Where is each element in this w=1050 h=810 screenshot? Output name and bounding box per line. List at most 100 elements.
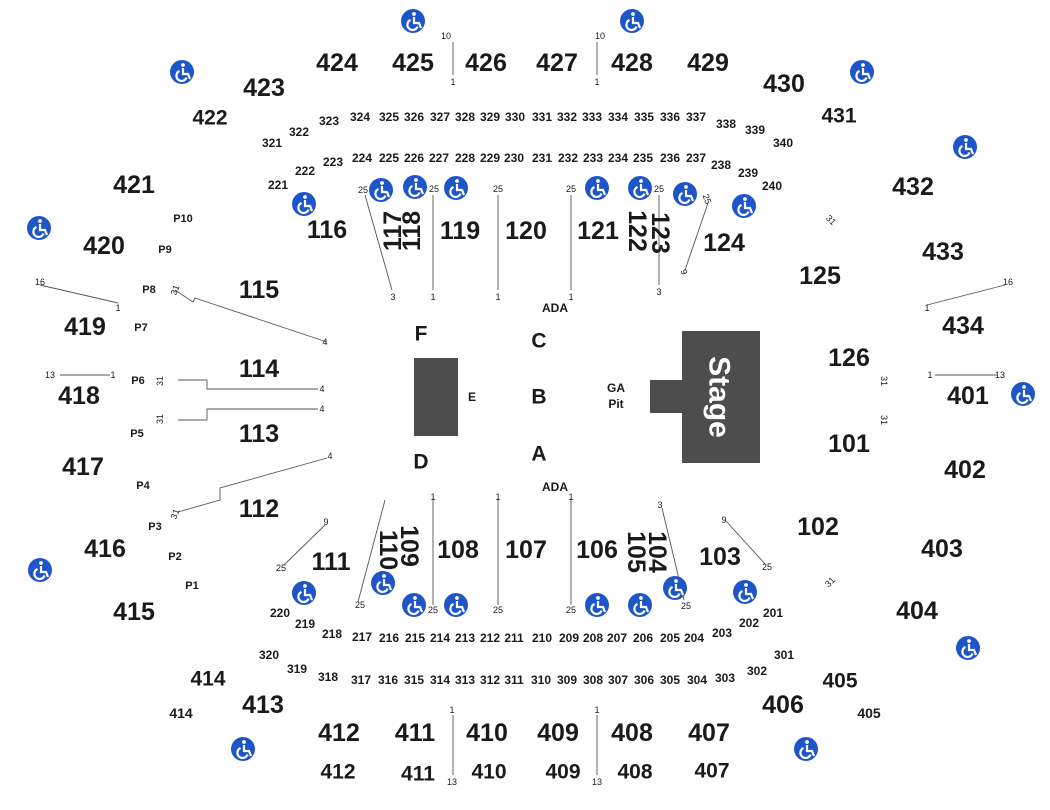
section-429[interactable]: 429 <box>687 49 729 77</box>
section-226[interactable]: 226 <box>404 151 424 165</box>
section-117[interactable]: 117 <box>379 211 407 251</box>
section-415[interactable]: 415 <box>113 598 155 626</box>
section-402[interactable]: 402 <box>944 456 986 484</box>
section-401[interactable]: 401 <box>947 382 989 410</box>
section-416[interactable]: 416 <box>84 535 126 563</box>
section-239[interactable]: 239 <box>738 166 758 180</box>
section-P1[interactable]: P1 <box>185 580 198 592</box>
section-407[interactable]: 407 <box>688 719 730 747</box>
section-325[interactable]: 325 <box>379 110 399 124</box>
ga-pit-label-pit[interactable]: Pit <box>608 397 623 411</box>
section-327[interactable]: 327 <box>430 110 450 124</box>
section-338[interactable]: 338 <box>716 117 736 131</box>
section-318[interactable]: 318 <box>318 670 338 684</box>
section-119[interactable]: 119 <box>440 217 480 245</box>
section-225[interactable]: 225 <box>379 151 399 165</box>
section-408-lower[interactable]: 408 <box>617 761 652 784</box>
section-434[interactable]: 434 <box>942 312 984 340</box>
section-312[interactable]: 312 <box>480 673 500 687</box>
section-104[interactable]: 104 <box>643 531 671 573</box>
section-102[interactable]: 102 <box>797 513 839 541</box>
section-215[interactable]: 215 <box>405 631 425 645</box>
section-228[interactable]: 228 <box>455 151 475 165</box>
section-208[interactable]: 208 <box>583 631 603 645</box>
section-237[interactable]: 237 <box>686 151 706 165</box>
section-309[interactable]: 309 <box>557 673 577 687</box>
section-306[interactable]: 306 <box>634 673 654 687</box>
section-126[interactable]: 126 <box>828 344 870 372</box>
section-339[interactable]: 339 <box>745 123 765 137</box>
floor-section-e[interactable]: E <box>468 390 476 404</box>
section-209[interactable]: 209 <box>559 631 579 645</box>
section-112[interactable]: 112 <box>239 495 279 523</box>
ga-pit-label-ga[interactable]: GA <box>607 381 625 395</box>
section-107[interactable]: 107 <box>505 536 547 564</box>
section-118[interactable]: 118 <box>398 211 426 251</box>
section-405-lower[interactable]: 405 <box>857 705 881 721</box>
section-419[interactable]: 419 <box>64 313 106 341</box>
section-311[interactable]: 311 <box>504 673 524 687</box>
section-333[interactable]: 333 <box>582 110 602 124</box>
section-428[interactable]: 428 <box>611 49 653 77</box>
section-430[interactable]: 430 <box>763 70 805 98</box>
section-317[interactable]: 317 <box>351 673 371 687</box>
section-304[interactable]: 304 <box>687 673 707 687</box>
section-108[interactable]: 108 <box>437 536 479 564</box>
section-P2[interactable]: P2 <box>168 551 181 563</box>
section-110[interactable]: 110 <box>374 530 402 570</box>
section-405[interactable]: 405 <box>822 670 857 693</box>
section-210[interactable]: 210 <box>532 631 552 645</box>
section-310[interactable]: 310 <box>531 673 551 687</box>
ada-label-bottom[interactable]: ADA <box>542 480 568 494</box>
section-P10[interactable]: P10 <box>173 213 193 225</box>
section-319[interactable]: 319 <box>287 662 307 676</box>
section-115[interactable]: 115 <box>239 276 279 304</box>
section-211[interactable]: 211 <box>504 631 524 645</box>
section-406[interactable]: 406 <box>762 691 804 719</box>
section-103[interactable]: 103 <box>699 543 741 571</box>
section-331[interactable]: 331 <box>532 110 552 124</box>
section-409-lower[interactable]: 409 <box>545 761 580 784</box>
section-233[interactable]: 233 <box>583 151 603 165</box>
section-417[interactable]: 417 <box>62 453 104 481</box>
section-418[interactable]: 418 <box>58 382 100 410</box>
section-335[interactable]: 335 <box>634 110 654 124</box>
section-422[interactable]: 422 <box>192 107 227 130</box>
section-425[interactable]: 425 <box>392 49 434 77</box>
section-426[interactable]: 426 <box>465 49 507 77</box>
section-336[interactable]: 336 <box>660 110 680 124</box>
section-234[interactable]: 234 <box>608 151 628 165</box>
section-408[interactable]: 408 <box>611 719 653 747</box>
section-232[interactable]: 232 <box>558 151 578 165</box>
section-P6[interactable]: P6 <box>131 375 144 387</box>
section-218[interactable]: 218 <box>322 627 342 641</box>
section-227[interactable]: 227 <box>429 151 449 165</box>
section-235[interactable]: 235 <box>633 151 653 165</box>
floor-section-c[interactable]: C <box>531 330 546 353</box>
section-330[interactable]: 330 <box>505 110 525 124</box>
section-230[interactable]: 230 <box>504 151 524 165</box>
section-315[interactable]: 315 <box>404 673 424 687</box>
section-314[interactable]: 314 <box>430 673 450 687</box>
section-404[interactable]: 404 <box>896 597 938 625</box>
section-427[interactable]: 427 <box>536 49 578 77</box>
floor-section-d[interactable]: D <box>413 451 428 474</box>
section-221[interactable]: 221 <box>268 178 288 192</box>
section-P7[interactable]: P7 <box>134 322 147 334</box>
section-201[interactable]: 201 <box>763 606 783 620</box>
section-320[interactable]: 320 <box>259 648 279 662</box>
section-123[interactable]: 123 <box>646 212 674 254</box>
section-409[interactable]: 409 <box>537 719 579 747</box>
section-420[interactable]: 420 <box>83 232 125 260</box>
section-222[interactable]: 222 <box>295 164 315 178</box>
section-P5[interactable]: P5 <box>130 428 143 440</box>
section-413[interactable]: 413 <box>242 691 284 719</box>
section-213[interactable]: 213 <box>455 631 475 645</box>
floor-section-f[interactable]: F <box>415 323 428 346</box>
section-P8[interactable]: P8 <box>142 284 155 296</box>
section-120[interactable]: 120 <box>505 217 547 245</box>
section-340[interactable]: 340 <box>773 136 793 150</box>
section-124[interactable]: 124 <box>703 229 745 257</box>
section-410-lower[interactable]: 410 <box>471 761 506 784</box>
section-323[interactable]: 323 <box>319 114 339 128</box>
